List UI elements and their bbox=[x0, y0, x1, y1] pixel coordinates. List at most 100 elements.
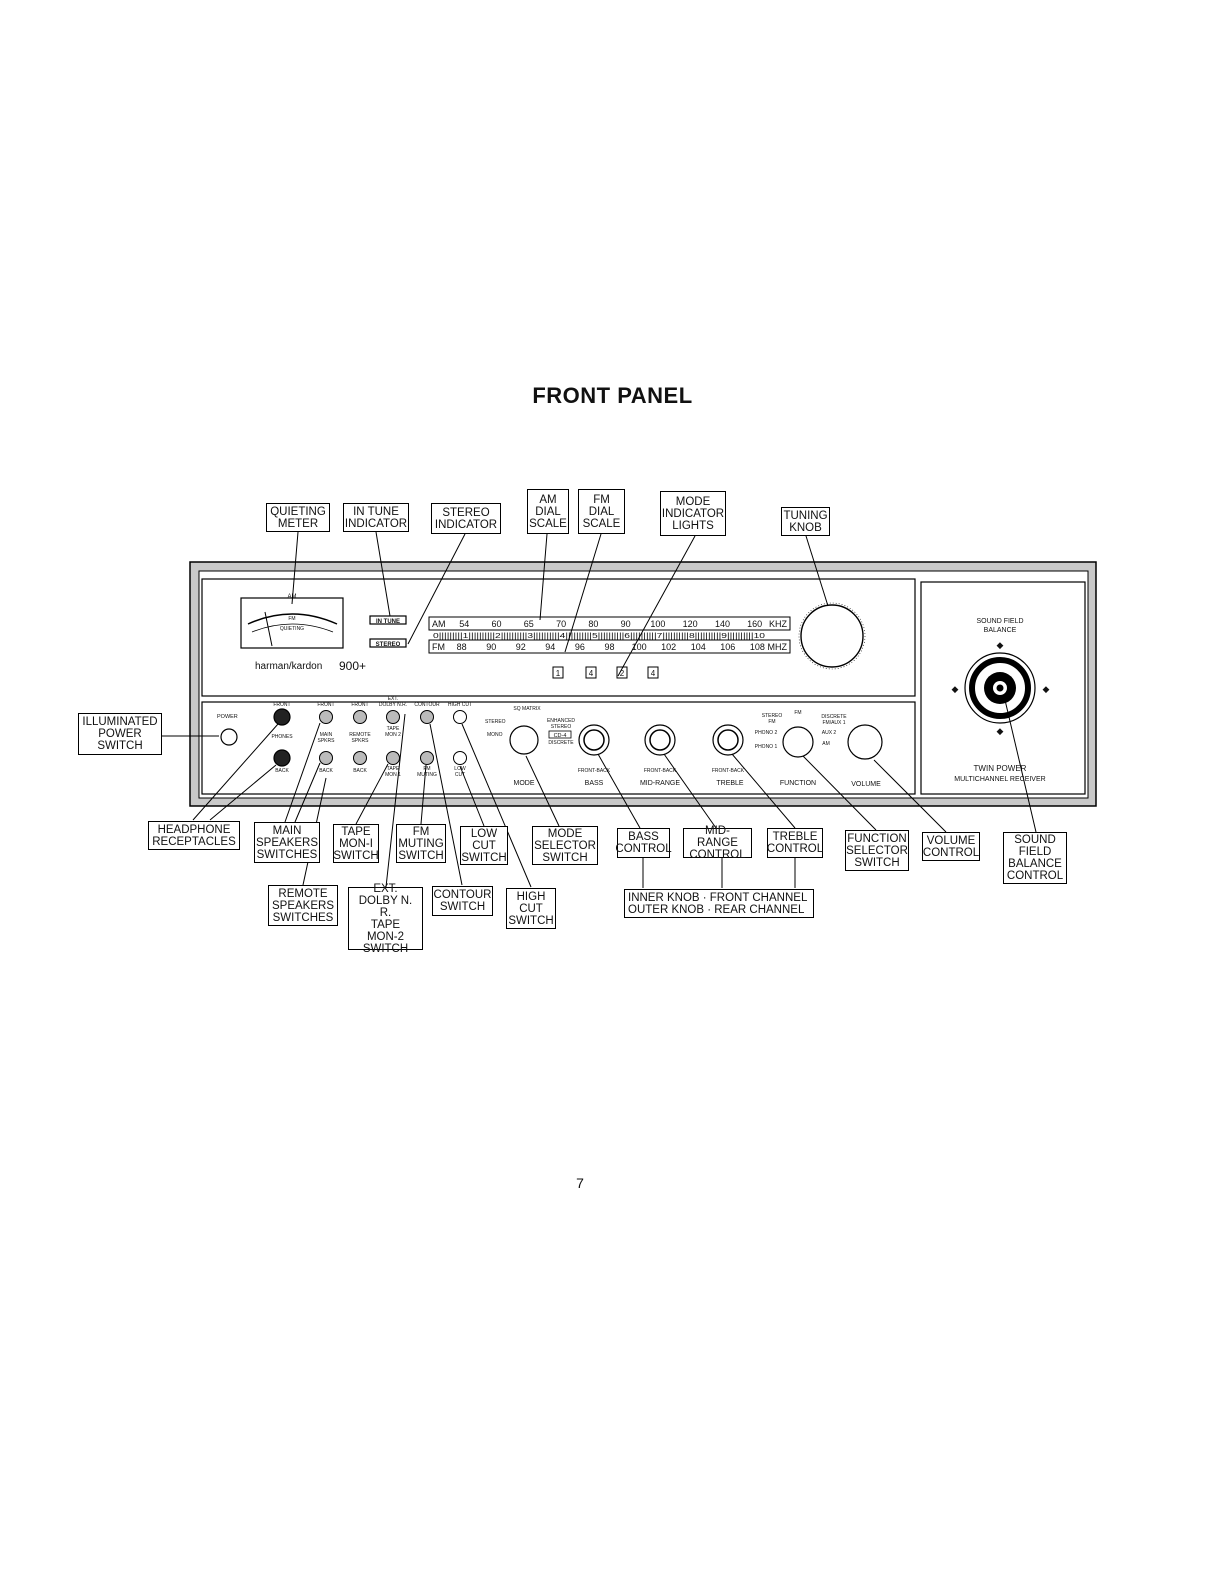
fm-muting-label-2: MUTING bbox=[417, 772, 437, 778]
mid-range-front-back: FRONT-BACK bbox=[644, 768, 677, 774]
callout-bass-control: BASS CONTROL bbox=[615, 828, 672, 858]
am-row-label: 90 bbox=[621, 619, 631, 629]
main-front-switch[interactable] bbox=[319, 710, 333, 724]
brand-name: harman/kardon bbox=[255, 661, 322, 672]
callout-illuminated-power-switch: ILLUMINATED POWER SWITCH bbox=[78, 713, 162, 755]
callout-quieting-meter: QUIETING METER bbox=[266, 503, 330, 532]
callout-volume-control: VOLUME CONTROL bbox=[922, 832, 980, 861]
main-back-switch[interactable] bbox=[319, 751, 333, 765]
callout-tape-mon1-switch: TAPE MON-I SWITCH bbox=[333, 824, 379, 863]
discrete-label: DISCRETE bbox=[548, 740, 574, 746]
phono2-label: PHONO 2 bbox=[755, 730, 778, 736]
treble-front-back: FRONT-BACK bbox=[712, 768, 745, 774]
discrete-fn-label-2: FM/AUX 1 bbox=[822, 720, 845, 726]
mode-light bbox=[647, 666, 659, 679]
callout-ext-dolby-tape-mon2-switch: EXT. DOLBY N. R. TAPE MON-2 SWITCH bbox=[348, 883, 423, 955]
remote-spkrs-label-2: SPKRS bbox=[352, 738, 370, 744]
callout-treble-control: TREBLE CONTROL bbox=[767, 828, 823, 858]
mode-light-label: 4 bbox=[651, 669, 656, 678]
fm-row-label: 104 bbox=[691, 642, 706, 652]
meter-am-label: AM bbox=[288, 594, 297, 600]
main-spkrs-label: MAIN bbox=[320, 732, 333, 738]
callout-contour-switch: CONTOUR SWITCH bbox=[432, 886, 493, 916]
tape-mon2-label: TAPE bbox=[387, 726, 400, 732]
fm-row-label: 100 bbox=[632, 642, 647, 652]
tape-mon1-switch[interactable] bbox=[386, 751, 400, 765]
discrete-fn-label: DISCRETE bbox=[821, 714, 847, 720]
stereo-mode-label: STEREO bbox=[485, 719, 506, 725]
fm-row-label: 96 bbox=[575, 642, 585, 652]
callout-in-tune-indicator: IN TUNE INDICATOR bbox=[343, 503, 409, 532]
am-row-label: 54 bbox=[459, 619, 469, 629]
low-cut-switch[interactable] bbox=[453, 751, 467, 765]
mid-range-label: MID-RANGE bbox=[640, 780, 680, 787]
fm-row-label: 106 bbox=[720, 642, 735, 652]
fm-muting-switch[interactable] bbox=[420, 751, 434, 765]
tuning-knob[interactable] bbox=[800, 604, 864, 668]
callout-remote-speakers-switches: REMOTE SPEAKERS SWITCHES bbox=[268, 885, 338, 926]
sound-field-knob-dot bbox=[996, 684, 1004, 692]
page-title: FRONT PANEL bbox=[532, 383, 693, 408]
contour-label: CONTOUR bbox=[414, 702, 440, 708]
contour-switch[interactable] bbox=[420, 710, 434, 724]
cd4-box bbox=[548, 730, 572, 739]
callout-tuning-knob: TUNING KNOB bbox=[781, 507, 830, 536]
remote-back-label: BACK bbox=[353, 768, 367, 774]
remote-front-switch[interactable] bbox=[353, 710, 367, 724]
high-cut-switch[interactable] bbox=[453, 710, 467, 724]
am-dial-scale bbox=[428, 616, 791, 631]
am-row-label: AM bbox=[432, 619, 446, 629]
main-spkrs-label-2: SPKRS bbox=[318, 738, 336, 744]
am-fn-label: AM bbox=[822, 741, 830, 747]
tape-mon1-label: TAPE bbox=[387, 766, 400, 772]
mode-light-label: 2 bbox=[620, 669, 625, 678]
phones-back-jack[interactable] bbox=[273, 749, 291, 767]
page-number: 7 bbox=[576, 1175, 584, 1191]
tape-mon2-label-2: MON 2 bbox=[385, 732, 401, 738]
am-row-label: 160 bbox=[747, 619, 762, 629]
power-label: POWER bbox=[217, 714, 238, 720]
remote-back-switch[interactable] bbox=[353, 751, 367, 765]
fm-row-label: 92 bbox=[516, 642, 526, 652]
treble-knob-inner[interactable] bbox=[717, 729, 739, 751]
quieting-meter bbox=[240, 597, 344, 649]
function-selector-knob[interactable] bbox=[782, 726, 814, 758]
log-scale-text: 0|||||||||1||||||||||2||||||||||3|||||||… bbox=[433, 633, 765, 640]
diamond-bottom-icon: ◆ bbox=[997, 726, 1004, 736]
mid-range-knob-inner[interactable] bbox=[649, 729, 671, 751]
ext-dolby-switch[interactable] bbox=[386, 710, 400, 724]
treble-label: TREBLE bbox=[716, 780, 744, 787]
enhanced-stereo-label: ENHANCED bbox=[547, 718, 575, 724]
am-row-label: KHZ bbox=[769, 619, 788, 629]
mode-light bbox=[585, 666, 597, 679]
phones-back-label: BACK bbox=[275, 768, 289, 774]
bass-knob-inner[interactable] bbox=[583, 729, 605, 751]
meter-scale-arc-2 bbox=[251, 623, 334, 633]
mono-mode-label: MONO bbox=[487, 732, 503, 738]
enhanced-stereo-label-2: STEREO bbox=[551, 724, 572, 730]
main-front-label: FRONT bbox=[317, 702, 334, 708]
phones-front-jack[interactable] bbox=[273, 708, 291, 726]
power-switch[interactable] bbox=[220, 728, 238, 746]
in-tune-indicator bbox=[369, 615, 407, 625]
fm-row-label: 90 bbox=[486, 642, 496, 652]
volume-knob[interactable] bbox=[847, 724, 883, 760]
main-back-label: BACK bbox=[319, 768, 333, 774]
stereo-indicator bbox=[369, 638, 407, 648]
twin-power-label-2: MULTICHANNEL RECEIVER bbox=[954, 776, 1045, 783]
remote-spkrs-label: REMOTE bbox=[349, 732, 371, 738]
diamond-right-icon: ◆ bbox=[1043, 684, 1050, 694]
fm-muting-label: FM bbox=[423, 766, 430, 772]
callout-high-cut-switch: HIGH CUT SWITCH bbox=[506, 888, 556, 929]
am-row-label: 60 bbox=[491, 619, 501, 629]
am-row-label: 65 bbox=[524, 619, 534, 629]
fm-row-label: 98 bbox=[604, 642, 614, 652]
stereo-text: STEREO bbox=[376, 642, 401, 648]
mode-light-label: 1 bbox=[556, 669, 561, 678]
stereo-fm-label: STEREO bbox=[762, 713, 783, 719]
mode-selector-knob[interactable] bbox=[509, 725, 539, 755]
am-row-label: 140 bbox=[715, 619, 730, 629]
sound-field-label-2: BALANCE bbox=[984, 627, 1017, 634]
